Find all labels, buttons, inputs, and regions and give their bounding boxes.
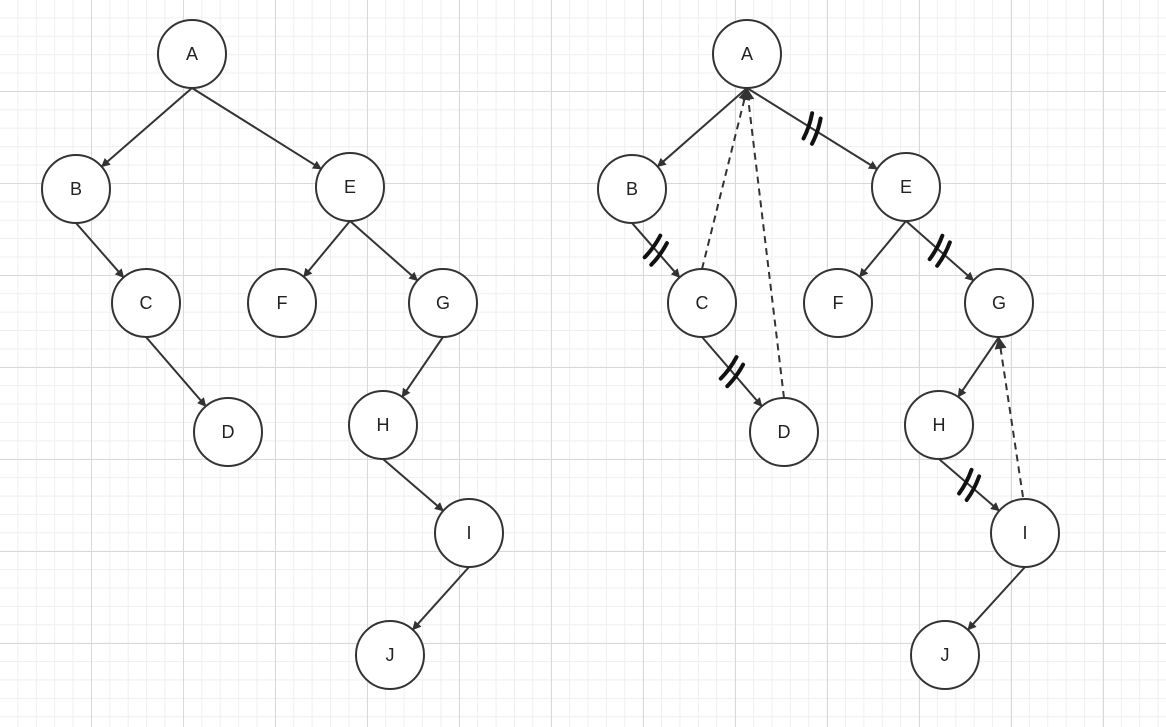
node-f: F [803, 268, 873, 338]
node-circle [348, 390, 418, 460]
cut-mark [642, 233, 669, 267]
edge-c-d [701, 336, 763, 407]
edge-b-c [631, 222, 681, 279]
edges [631, 87, 1026, 631]
node-label: A [186, 44, 198, 64]
node-circle [910, 620, 980, 690]
threaded-tree: A B E C F G D H I J [597, 19, 1060, 690]
node-b: B [41, 154, 111, 224]
node-label: E [344, 177, 356, 197]
node-circle [193, 397, 263, 467]
node-d: D [193, 397, 263, 467]
cut-mark [718, 355, 746, 389]
node-c: C [667, 268, 737, 338]
node-label: I [1022, 523, 1027, 543]
edge-e-g [349, 220, 419, 282]
node-circle [434, 498, 504, 568]
edge-a-b [656, 87, 748, 168]
node-circle [803, 268, 873, 338]
edge-b-c [75, 222, 125, 279]
node-label: C [140, 293, 153, 313]
original-tree: A B E C F G D H I J [41, 19, 504, 690]
node-g: G [408, 268, 478, 338]
node-circle [41, 154, 111, 224]
node-a: A [157, 19, 227, 89]
edges [75, 87, 470, 631]
node-label: H [933, 415, 946, 435]
node-d: D [749, 397, 819, 467]
edge-e-f [858, 220, 907, 278]
node-label: F [277, 293, 288, 313]
node-circle [597, 154, 667, 224]
edge-h-i [382, 458, 444, 512]
node-label: B [70, 179, 82, 199]
node-e: E [315, 152, 385, 222]
node-circle [667, 268, 737, 338]
edge-c-d [145, 336, 207, 407]
node-c: C [111, 268, 181, 338]
edge-a-e [191, 87, 322, 170]
node-label: J [941, 645, 950, 665]
node-label: F [833, 293, 844, 313]
cut-mark [957, 467, 982, 502]
thread-c-a [701, 87, 751, 270]
node-circle [749, 397, 819, 467]
edge-a-e [746, 87, 878, 170]
node-label: H [377, 415, 390, 435]
thread-i-g [994, 336, 1024, 498]
edge-e-f [302, 220, 351, 278]
node-label: B [626, 179, 638, 199]
cut-mark [927, 233, 952, 268]
node-label: J [386, 645, 395, 665]
edge-g-h [957, 336, 1000, 398]
node-i: I [990, 498, 1060, 568]
node-circle [964, 268, 1034, 338]
node-h: H [904, 390, 974, 460]
node-label: C [696, 293, 709, 313]
node-circle [315, 152, 385, 222]
node-label: I [466, 523, 471, 543]
node-circle [355, 620, 425, 690]
thread-d-a [742, 87, 785, 399]
node-label: E [900, 177, 912, 197]
node-g: G [964, 268, 1034, 338]
cut-mark [801, 111, 823, 146]
node-circle [157, 19, 227, 89]
node-label: G [436, 293, 450, 313]
edge-i-j [967, 566, 1026, 631]
node-e: E [871, 152, 941, 222]
node-label: G [992, 293, 1006, 313]
edge-a-b [100, 87, 193, 168]
node-j: J [910, 620, 980, 690]
edge-h-i [938, 458, 1000, 512]
node-circle [904, 390, 974, 460]
node-label: D [778, 422, 791, 442]
node-circle [712, 19, 782, 89]
node-a: A [712, 19, 782, 89]
node-circle [111, 268, 181, 338]
node-label: A [741, 44, 753, 64]
threads [701, 87, 1024, 498]
node-b: B [597, 154, 667, 224]
edge-e-g [905, 220, 975, 282]
edge-i-j [411, 566, 470, 631]
node-circle [247, 268, 317, 338]
node-label: D [222, 422, 235, 442]
node-f: F [247, 268, 317, 338]
node-circle [408, 268, 478, 338]
node-i: I [434, 498, 504, 568]
nodes: A B E C F G D H I J [597, 19, 1060, 690]
node-j: J [355, 620, 425, 690]
edge-g-h [401, 336, 444, 398]
nodes: A B E C F G D H I J [41, 19, 504, 690]
node-circle [871, 152, 941, 222]
node-circle [990, 498, 1060, 568]
node-h: H [348, 390, 418, 460]
